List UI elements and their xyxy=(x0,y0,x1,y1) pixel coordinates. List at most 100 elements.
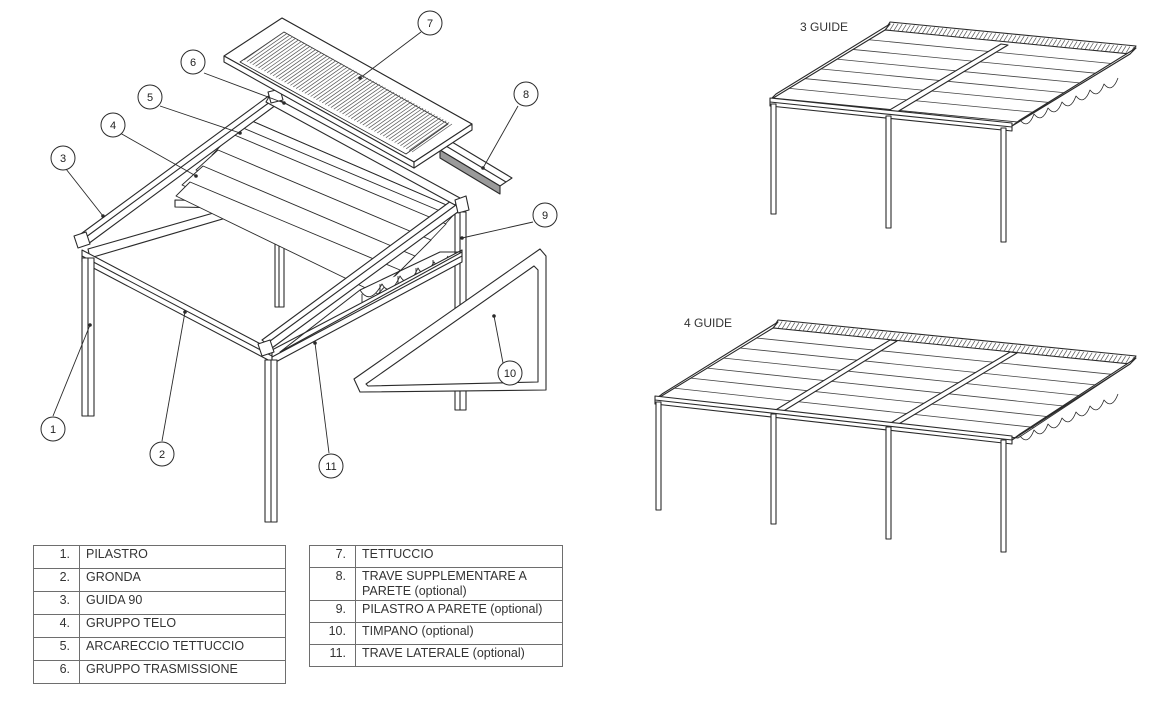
slat-line xyxy=(319,72,360,102)
front-post-right xyxy=(264,359,278,523)
panel-line xyxy=(756,337,1115,375)
legend-row: 9.PILASTRO A PARETE (optional) xyxy=(309,600,563,623)
slat-line xyxy=(368,99,409,129)
slat-line xyxy=(397,115,438,145)
slat-line xyxy=(310,68,351,97)
slat-line xyxy=(342,85,383,115)
legend-label: TRAVE LATERALE (optional) xyxy=(355,644,563,667)
variant-title-4-guide: 4 GUIDE xyxy=(684,316,732,330)
side-beam-top xyxy=(279,251,463,353)
panel-line xyxy=(672,387,1035,428)
front-post-left xyxy=(81,257,95,417)
legend-number: 2. xyxy=(33,568,80,592)
supplementary-wall-beam xyxy=(439,141,513,195)
slat-line xyxy=(301,63,343,93)
purlin-top xyxy=(265,94,461,206)
callout-11: 11 xyxy=(318,453,344,479)
legend-label: TRAVE SUPPLEMENTARE A PARETE (optional) xyxy=(355,567,563,601)
svg-text:9: 9 xyxy=(542,210,548,222)
panel-line xyxy=(722,357,1083,397)
slat-line xyxy=(284,53,325,83)
legend-number: 5. xyxy=(33,637,80,661)
callout-dots xyxy=(88,76,496,345)
slat-line xyxy=(246,33,288,62)
svg-text:2: 2 xyxy=(159,449,165,461)
callout-10: 10 xyxy=(497,360,523,386)
slat-line xyxy=(278,50,319,80)
slat-line xyxy=(388,111,430,140)
slat-line xyxy=(362,96,403,126)
back-post xyxy=(274,242,285,308)
slat-line xyxy=(391,112,432,142)
roof-canopy xyxy=(223,17,473,169)
slat-line xyxy=(333,80,374,110)
pergola-3-guide xyxy=(769,21,1137,243)
legend-label: TETTUCCIO xyxy=(355,545,563,568)
slat-line xyxy=(293,58,334,88)
slat-line xyxy=(324,76,366,105)
callout-4: 4 xyxy=(100,112,126,138)
slat-line xyxy=(411,123,453,153)
legend-number: 6. xyxy=(33,660,80,684)
slat-line xyxy=(307,66,348,96)
slat-line xyxy=(403,118,444,148)
slat-line xyxy=(316,71,357,100)
svg-text:11: 11 xyxy=(325,461,336,473)
slat-line xyxy=(287,55,328,85)
slat-line xyxy=(290,57,331,86)
pediment-panel xyxy=(353,248,547,393)
legend-label: ARCARECCIO TETTUCCIO xyxy=(79,637,286,661)
slat-line xyxy=(255,38,296,67)
legend-row: 1.PILASTRO xyxy=(33,545,286,569)
svg-text:6: 6 xyxy=(190,57,196,69)
legend-row: 7.TETTUCCIO xyxy=(309,545,563,568)
slat-line xyxy=(264,42,305,72)
callout-3: 3 xyxy=(50,145,76,171)
callout-1: 1 xyxy=(40,416,66,442)
callout-8: 8 xyxy=(513,81,539,107)
slat-line xyxy=(261,41,302,70)
legend-row: 3.GUIDA 90 xyxy=(33,591,286,615)
end-cap xyxy=(257,339,275,357)
callout-7: 7 xyxy=(417,10,443,36)
slat-line xyxy=(394,114,435,143)
svg-text:1: 1 xyxy=(50,424,56,436)
pergola-4-guide xyxy=(654,319,1137,553)
svg-text:4: 4 xyxy=(110,120,116,132)
slat-line xyxy=(345,87,386,116)
slat-line xyxy=(371,101,412,131)
slat-line xyxy=(298,61,340,91)
legend-row: 11.TRAVE LATERALE (optional) xyxy=(309,644,563,667)
legend-number: 7. xyxy=(309,545,356,568)
legend-row: 6.GRUPPO TRASMISSIONE xyxy=(33,660,286,684)
legend-number: 3. xyxy=(33,591,80,615)
slat-line xyxy=(353,91,395,121)
legend-number: 11. xyxy=(309,644,356,667)
slat-line xyxy=(350,90,392,119)
panel-line xyxy=(739,347,1099,386)
svg-text:10: 10 xyxy=(504,368,516,380)
fabric-panels xyxy=(175,117,459,295)
legend-row: 4.GRUPPO TELO xyxy=(33,614,286,638)
callout-6: 6 xyxy=(180,49,206,75)
slat-line xyxy=(327,77,369,107)
end-cap xyxy=(454,195,470,214)
slat-line xyxy=(272,47,314,77)
callout-5: 5 xyxy=(137,84,163,110)
legend-number: 10. xyxy=(309,622,356,645)
legend-label: GUIDA 90 xyxy=(79,591,286,615)
slat-line xyxy=(275,49,317,78)
legend-label: GRONDA xyxy=(79,568,286,592)
svg-text:3: 3 xyxy=(60,153,66,165)
callout-2: 2 xyxy=(149,441,175,467)
callout-leaders xyxy=(52,31,534,454)
legend-label: GRUPPO TELO xyxy=(79,614,286,638)
slat-line xyxy=(243,31,285,61)
slat-line xyxy=(322,74,363,104)
legend-number: 4. xyxy=(33,614,80,638)
slat-line xyxy=(266,44,308,73)
slat-line xyxy=(359,95,401,124)
legend-row: 10.TIMPANO (optional) xyxy=(309,622,563,645)
legend-row: 2.GRONDA xyxy=(33,568,286,592)
